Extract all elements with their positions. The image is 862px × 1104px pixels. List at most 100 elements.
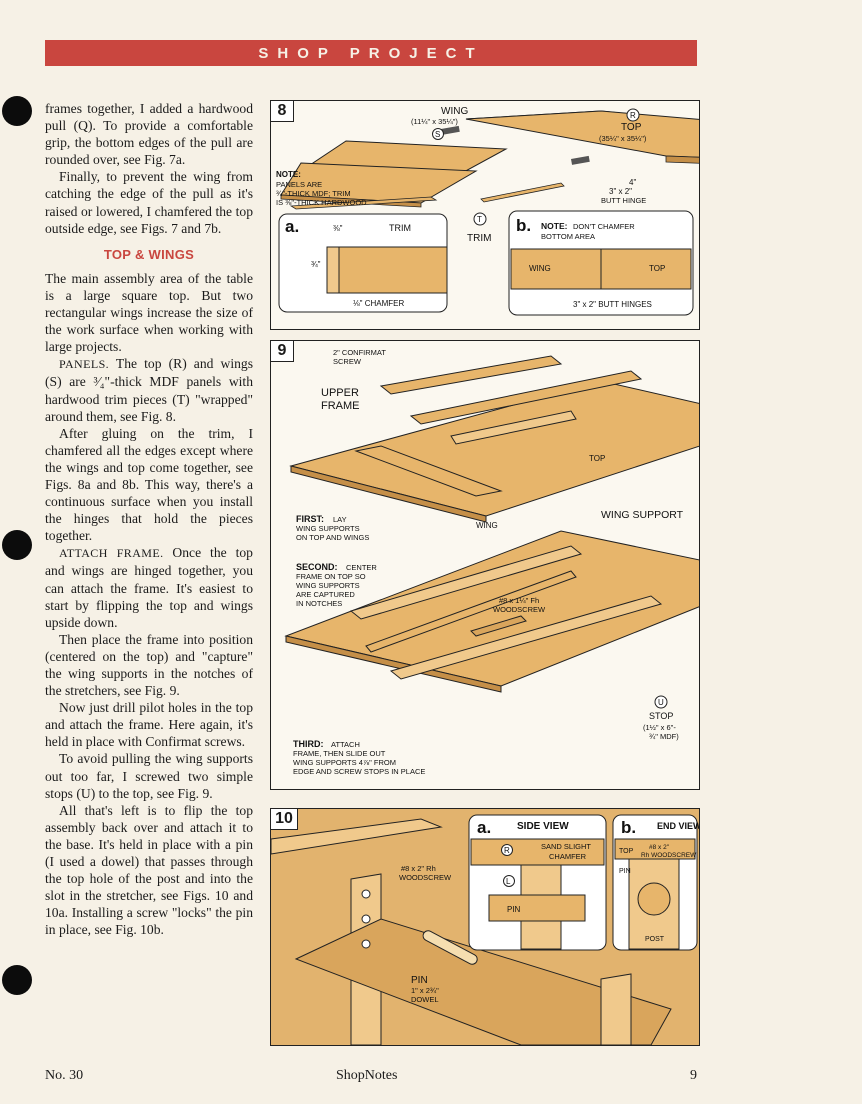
pin-label: 1" x 2¾" xyxy=(411,986,439,995)
end-view-screw: #8 x 2" xyxy=(649,844,670,851)
top-label: TOP xyxy=(621,122,642,133)
step-text: CENTER xyxy=(346,563,377,572)
callout-r xyxy=(626,108,640,122)
step-text: WING SUPPORTS 4⅞" FROM xyxy=(293,758,396,767)
woodscrew-label: #8 x 1¼" Fh xyxy=(499,596,539,605)
step-text: ATTACH xyxy=(331,740,360,749)
trim-piece xyxy=(289,196,438,210)
detail-b-hinges: 3" x 2" BUTT HINGES xyxy=(573,300,652,309)
detail-a-chamfer: ⅛" CHAMFER xyxy=(353,299,405,308)
detail-a-dim: ⅜" xyxy=(333,224,343,233)
article-paragraph: The top (R) and wings (S) are ³⁄₄"-thick… xyxy=(45,356,254,424)
banner-title: SHOP PROJECT xyxy=(258,44,484,62)
figure-number: 8 xyxy=(271,101,294,122)
note-line: IS ⅜"-THICK HARDWOOD xyxy=(276,198,367,207)
detail-b-label: b. xyxy=(516,216,531,235)
detail-b-note: DON'T CHAMFER xyxy=(573,222,635,231)
side-view-top xyxy=(470,838,605,866)
rh-screw-label: WOODSCREW xyxy=(399,873,452,882)
wing-label: WING xyxy=(476,521,498,530)
step-text: WING SUPPORTS xyxy=(296,581,360,590)
step-text: EDGE AND SCREW STOPS IN PLACE xyxy=(293,767,425,776)
detail-b-label: b. xyxy=(621,818,636,837)
upper-frame-label: FRAME xyxy=(321,400,360,412)
detail-a-trim-label: TRIM xyxy=(389,223,411,233)
callout-t-text: T xyxy=(477,215,482,224)
detail-b-wing: WING xyxy=(529,264,551,273)
punch-hole xyxy=(2,96,32,126)
stop-dim: (1½" x 6"- xyxy=(643,723,676,732)
paragraph-lead: ATTACH FRAME. xyxy=(59,546,164,561)
butt-hinge xyxy=(441,125,460,135)
article-paragraph: All that's left is to flip the top assem… xyxy=(45,802,253,938)
top-dim-label: (35¼" x 35¼") xyxy=(599,134,647,143)
pin-label: PIN xyxy=(411,975,428,986)
callout-r-text: R xyxy=(504,846,510,855)
stop-dim: ¾" MDF) xyxy=(649,732,679,741)
step-text: ARE CAPTURED xyxy=(296,590,355,599)
step-lead: SECOND: xyxy=(296,562,338,572)
frame-rail xyxy=(389,595,663,680)
top-panel xyxy=(465,110,699,158)
end-view-pin-label: PIN xyxy=(619,868,631,875)
stretcher xyxy=(294,918,672,1045)
detail-a-label: a. xyxy=(285,217,299,236)
figure-10: #8 x 2" Rh WOODSCREW PIN 1" x 2¾" DOWEL … xyxy=(270,808,700,1046)
hinge-label: BUTT HINGE xyxy=(601,196,646,205)
punch-hole xyxy=(2,530,32,560)
figure-10-drawing: #8 x 2" Rh WOODSCREW PIN 1" x 2¾" DOWEL … xyxy=(271,809,699,1045)
callout-s-text: S xyxy=(435,130,440,139)
callout-t xyxy=(473,212,487,226)
article-paragraph: After gluing on the trim, I chamfered al… xyxy=(45,425,253,544)
stop-block xyxy=(470,615,527,637)
dim-label: 4" xyxy=(629,178,636,187)
stop-label: STOP xyxy=(649,711,673,721)
detail-b-note: BOTTOM AREA xyxy=(541,232,595,241)
article-paragraph: Then place the frame into position (cent… xyxy=(45,631,253,699)
detail-b-note: NOTE: xyxy=(541,221,568,231)
article-paragraph: Finally, to prevent the wing from catchi… xyxy=(45,169,253,236)
end-view-pin xyxy=(637,882,671,916)
callout-s xyxy=(432,128,444,140)
top-edge xyxy=(665,155,699,164)
callout-u xyxy=(654,695,668,709)
detail-a-trim xyxy=(326,246,340,294)
publication-name: ShopNotes xyxy=(336,1068,398,1083)
note-title: NOTE: xyxy=(276,170,301,179)
section-heading: TOP & WINGS xyxy=(103,246,195,262)
upper-frame-label: UPPER xyxy=(321,387,359,399)
detail-a-panel xyxy=(338,246,448,294)
trim-label: TRIM xyxy=(467,233,491,244)
sand-label: CHAMFER xyxy=(549,852,587,861)
side-view-title: SIDE VIEW xyxy=(517,821,569,832)
article-paragraph: Now just drill pilot holes in the top an… xyxy=(45,700,253,750)
upper-frame-rail xyxy=(379,355,563,395)
article-paragraph: Once the top and wings are hinged togeth… xyxy=(45,545,253,630)
page-number: 9 xyxy=(690,1068,697,1083)
pin-label: DOWEL xyxy=(411,995,439,1004)
step-text: IN NOTCHES xyxy=(296,599,342,608)
end-view-title: END VIEW xyxy=(657,821,699,831)
top-label: TOP xyxy=(589,454,605,463)
section-banner: SHOP PROJECT xyxy=(45,40,697,66)
post xyxy=(600,973,632,1045)
side-view-stretcher xyxy=(488,894,586,922)
article-paragraph: To avoid pulling the wing supports out t… xyxy=(45,751,253,801)
detail-a-label: a. xyxy=(477,818,491,837)
step-text: WING SUPPORTS xyxy=(296,524,360,533)
detail-b-top: TOP xyxy=(649,264,665,273)
rh-screw-label: #8 x 2" Rh xyxy=(401,864,436,873)
end-view-screw: Rh WOODSCREW xyxy=(641,852,697,859)
note-line: ¾"-THICK MDF; TRIM xyxy=(276,189,351,198)
hinge-label: 3" x 2" xyxy=(609,187,632,196)
trim-piece xyxy=(480,182,565,203)
note-line: PANELS ARE xyxy=(276,180,322,189)
frame-rail xyxy=(349,545,583,620)
confirmat-label: SCREW xyxy=(333,357,362,366)
post-hole xyxy=(361,914,371,924)
callout-l-text: L xyxy=(506,877,511,886)
figure-number: 9 xyxy=(271,341,294,362)
post-hole xyxy=(361,939,371,949)
side-view-pin: PIN xyxy=(507,905,521,914)
wing-support-label: WING SUPPORT xyxy=(601,509,684,521)
